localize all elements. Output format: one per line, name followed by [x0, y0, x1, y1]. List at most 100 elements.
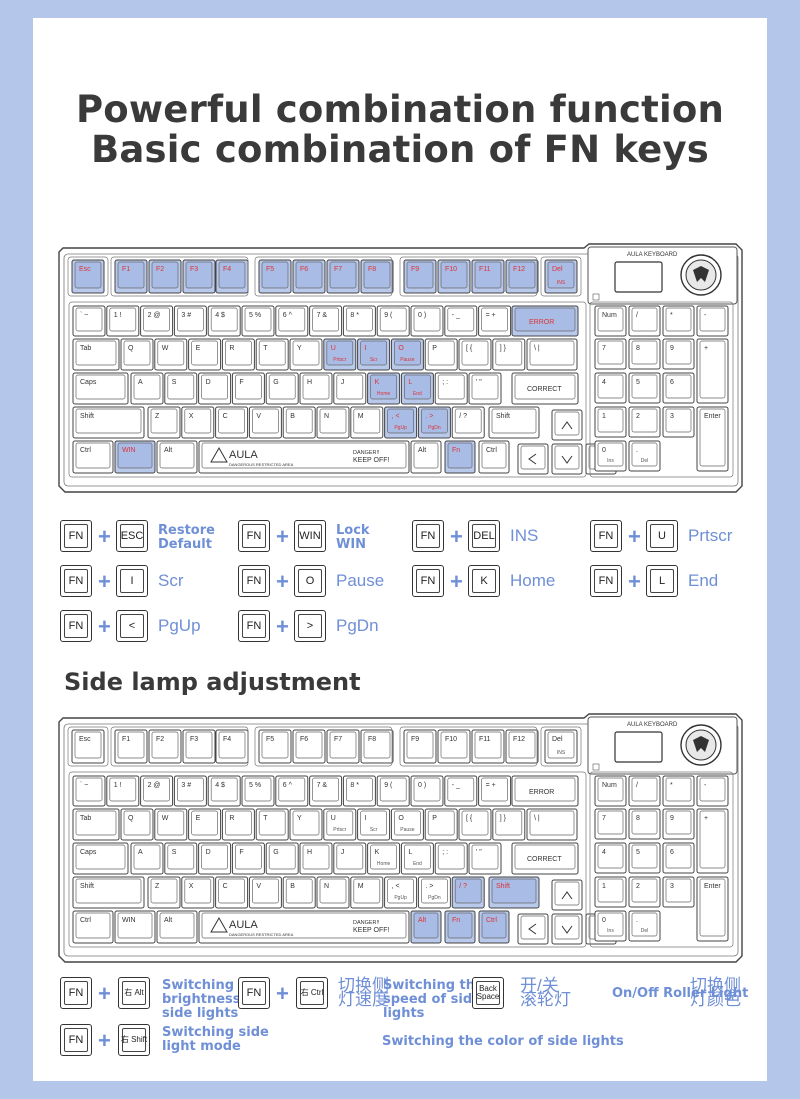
- key-top: [631, 844, 658, 869]
- key-legend: 2: [636, 883, 640, 890]
- key-legend: 4 $: [215, 312, 225, 319]
- modifier-key: Alt: [156, 910, 198, 944]
- number-key: 6 ^: [275, 305, 309, 337]
- key-top: [370, 374, 397, 400]
- key-legend: F12: [513, 736, 525, 743]
- modifier-key: Ctrl: [478, 910, 510, 944]
- correct-key: [511, 842, 579, 875]
- fn-combo: FN+>PgDn: [238, 610, 408, 644]
- keycap-label: U: [658, 530, 666, 542]
- number-key: 9 (: [376, 305, 410, 337]
- error-key: [511, 775, 579, 807]
- key-top: [201, 912, 407, 939]
- key-top: [597, 878, 624, 903]
- key-legend: F9: [411, 736, 419, 743]
- key-top: [185, 261, 213, 289]
- number-key: 9 (: [376, 775, 410, 807]
- key-legend: F12: [513, 266, 525, 273]
- key-legend: Enter: [704, 883, 721, 890]
- keycap-icon: FN: [60, 520, 92, 552]
- numpad-key: .Del: [628, 440, 661, 472]
- key-legend: P: [432, 345, 437, 352]
- combo-description: Scr: [158, 571, 184, 590]
- key-legend: Shift: [496, 883, 510, 890]
- key-legend: - _: [452, 312, 460, 319]
- modifier-key: Fn: [444, 910, 476, 944]
- key-legend: A: [138, 379, 143, 386]
- letter-key: B: [282, 876, 316, 909]
- key-top: [201, 844, 228, 870]
- correct-label: CORRECT: [527, 386, 562, 393]
- combo-description: End: [688, 571, 719, 590]
- key-legend: ' ": [476, 849, 482, 856]
- letter-key: Shift: [72, 876, 145, 909]
- key-legend: 5: [636, 849, 640, 856]
- keycap-label: O: [305, 575, 315, 587]
- error-label: ERROR: [529, 789, 554, 796]
- section-title-side-lamp: Side lamp adjustment: [64, 668, 361, 696]
- arrow-down-key: [551, 913, 583, 945]
- keycap-icon: FN: [412, 565, 444, 597]
- key-legend: N: [324, 413, 329, 420]
- key-top: [440, 261, 468, 289]
- numpad-key: *: [662, 775, 695, 807]
- key-legend: U: [331, 345, 336, 352]
- letter-key: T: [255, 808, 289, 841]
- fn-row-key: F2: [148, 729, 182, 764]
- key-top: [406, 731, 434, 759]
- modifier-key: Alt: [410, 440, 442, 474]
- key-top: [631, 777, 658, 802]
- key-top: [191, 810, 218, 836]
- key-top: [285, 878, 313, 904]
- key-top: [631, 810, 658, 835]
- modifier-key: Ctrl: [72, 910, 114, 944]
- key-legend: \ |: [534, 815, 540, 822]
- key-legend: 9: [670, 815, 674, 822]
- letter-key: M: [350, 406, 384, 439]
- key-top: [201, 374, 228, 400]
- key-legend: F8: [368, 266, 376, 273]
- numpad-key: Enter: [696, 876, 729, 942]
- key-legend: \ |: [534, 345, 540, 352]
- letter-key: A: [130, 842, 164, 875]
- key-top: [665, 307, 692, 332]
- spacebar-logo: AULA: [229, 449, 258, 461]
- keycap-icon: Back Space: [472, 977, 504, 1009]
- key-legend: H: [307, 849, 312, 856]
- key-legend: 1: [602, 883, 606, 890]
- keycap-label: FN: [420, 530, 436, 542]
- modifier-key: Alt: [410, 910, 442, 944]
- key-top: [597, 912, 624, 937]
- key-legend: +: [704, 345, 708, 352]
- key-legend: Alt: [164, 447, 172, 454]
- keycap-icon: DEL: [468, 520, 500, 552]
- key-legend: . >: [425, 883, 433, 890]
- letter-key: ; :: [434, 842, 468, 875]
- fn-row-key: F7: [326, 259, 360, 294]
- key-top: [597, 307, 624, 332]
- key-top: [133, 374, 161, 400]
- key-legend: Caps: [80, 849, 97, 856]
- key-legend: Alt: [418, 447, 426, 454]
- key-top: [379, 777, 407, 802]
- numpad-key: Enter: [696, 406, 729, 472]
- key-legend: 4 $: [215, 782, 225, 789]
- key-top: [699, 777, 726, 802]
- key-legend: -: [704, 782, 707, 789]
- key-legend: M: [358, 413, 364, 420]
- key-top: [74, 731, 102, 759]
- key-sublegend: Prtscr: [333, 827, 346, 833]
- arrow-left-key: [517, 443, 549, 475]
- letter-key: J: [333, 842, 367, 875]
- key-sublegend: Home: [377, 861, 391, 867]
- key-legend: F4: [223, 736, 231, 743]
- key-top: [481, 912, 507, 939]
- numpad-key: 9: [662, 808, 695, 840]
